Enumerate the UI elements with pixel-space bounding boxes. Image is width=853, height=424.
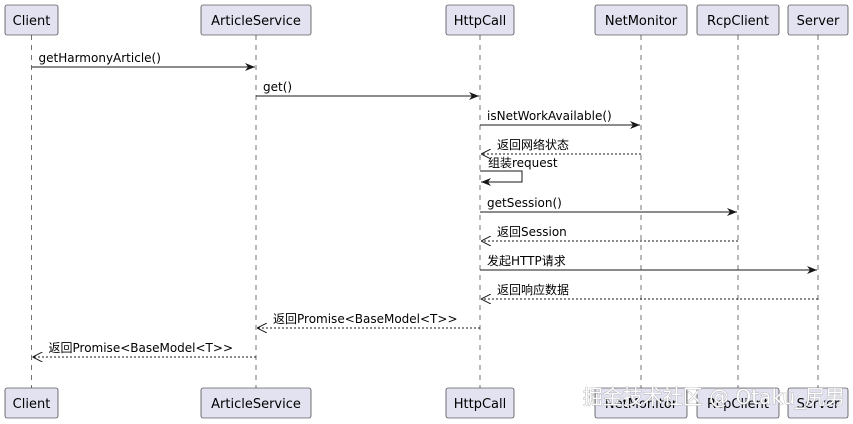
participant-box [787, 4, 849, 36]
message-label: getHarmonyArticle() [39, 51, 161, 65]
participant-box [594, 4, 688, 36]
participant-box [4, 387, 59, 419]
message-label: 返回响应数据 [497, 282, 569, 297]
participant-row-bottom: Client ArticleService HttpCall NetMonitor Rc… [4, 387, 849, 419]
message-label: getSession() [487, 196, 562, 210]
message-11: 返回Promise<BaseModel<T>> [32, 341, 256, 357]
message-label: 返回Session [497, 225, 567, 239]
participant-box [696, 387, 780, 419]
participant-label: NetMonitor [605, 397, 678, 412]
participant-netmonitor-bottom: NetMonitor [594, 387, 688, 419]
participant-label: HttpCall [454, 14, 507, 29]
participant-label: Client [13, 397, 51, 412]
participant-box [445, 387, 515, 419]
participant-server-top: Server [787, 4, 849, 36]
participant-client-top: Client [4, 4, 59, 36]
participant-box [594, 387, 688, 419]
message-5: 组装request [480, 156, 558, 186]
message-1: getHarmonyArticle() [31, 51, 255, 71]
watermark-text: 掘金技术社区 @ Otaku_尻男 [583, 385, 845, 409]
participant-box [4, 4, 59, 36]
participant-netmonitor-top: NetMonitor [594, 4, 688, 36]
lifelines [31, 35, 819, 388]
message-label: get() [263, 80, 292, 94]
message-label: 发起HTTP请求 [487, 253, 566, 268]
message-label: 组装request [488, 156, 558, 170]
participant-httpcall-top: HttpCall [445, 4, 515, 36]
participant-httpcall-bottom: HttpCall [445, 387, 515, 419]
participant-label: ArticleService [211, 14, 301, 29]
message-4: 返回网络状态 [481, 137, 641, 154]
message-label: 返回网络状态 [497, 137, 569, 152]
participant-label: RcpClient [707, 14, 769, 29]
participant-label: NetMonitor [605, 14, 678, 29]
message-10: 返回Promise<BaseModel<T>> [257, 312, 480, 328]
participant-box [200, 387, 312, 419]
participant-label: RcpClient [707, 397, 769, 412]
participant-label: Client [13, 14, 51, 29]
participant-row-top: Client ArticleService HttpCall NetMonitor Rc… [4, 4, 849, 36]
participant-label: Server [797, 14, 840, 29]
message-3: isNetWorkAvailable() [480, 109, 640, 129]
participant-label: Server [797, 397, 840, 412]
participant-label: HttpCall [454, 397, 507, 412]
messages: getHarmonyArticle() get() isNetWorkAvailab… [31, 51, 818, 357]
message-8: 发起HTTP请求 [480, 253, 817, 274]
participant-rcpclient-bottom: RcpClient [696, 387, 780, 419]
participant-box [445, 4, 515, 36]
message-label: 返回Promise<BaseModel<T>> [49, 341, 234, 355]
message-2: get() [256, 80, 479, 100]
message-7: 返回Session [481, 225, 738, 241]
message-label: 返回Promise<BaseModel<T>> [273, 312, 458, 326]
message-6: getSession() [480, 196, 737, 216]
message-label: isNetWorkAvailable() [487, 109, 612, 123]
self-message-arrow [480, 170, 523, 186]
participant-label: ArticleService [211, 397, 301, 412]
participant-client-bottom: Client [4, 387, 59, 419]
participant-box [696, 4, 780, 36]
participant-box [200, 4, 312, 36]
message-9: 返回响应数据 [481, 282, 818, 299]
participant-articleservice-top: ArticleService [200, 4, 312, 36]
participant-server-bottom: Server [787, 387, 849, 419]
participant-box [787, 387, 849, 419]
participant-articleservice-bottom: ArticleService [200, 387, 312, 419]
participant-rcpclient-top: RcpClient [696, 4, 780, 36]
